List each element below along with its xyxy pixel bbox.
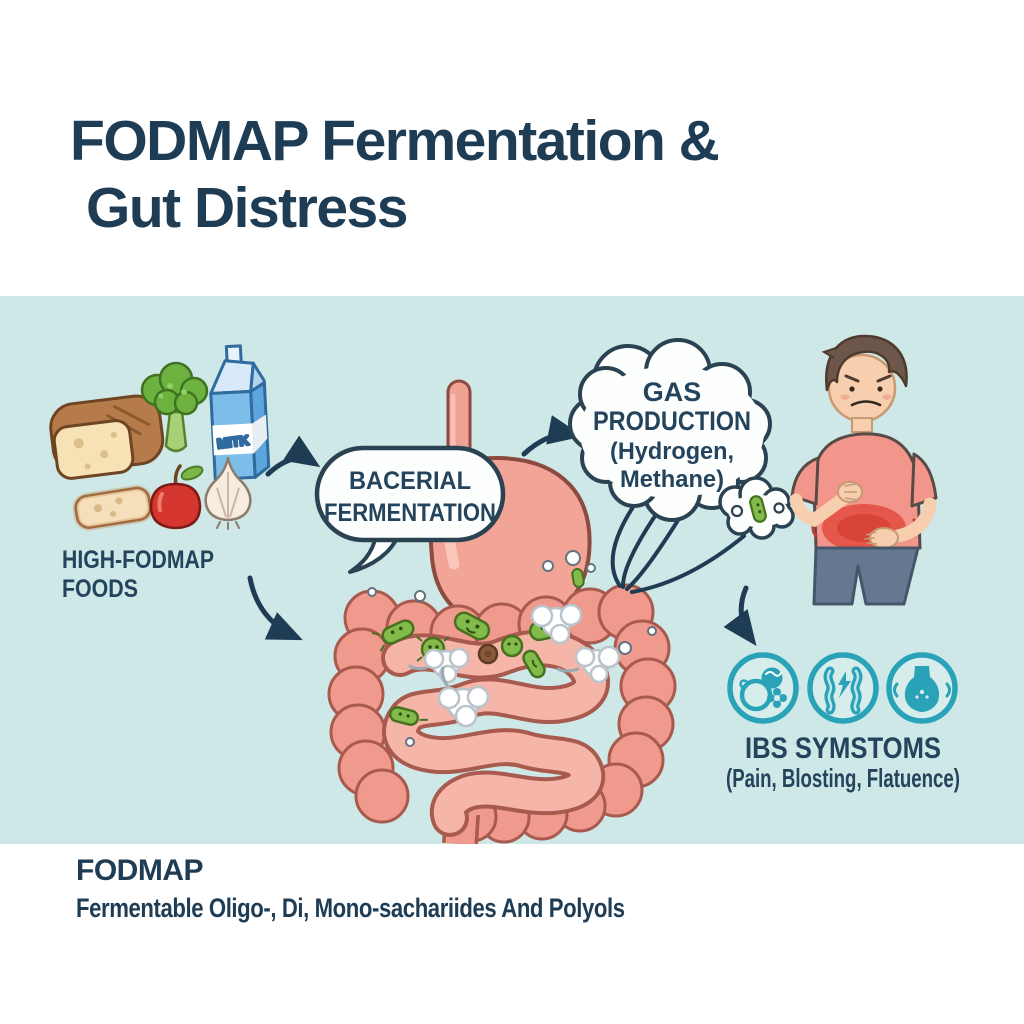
foods-label-line1: HIGH-FODMAP <box>62 546 214 574</box>
gas-cloud-line3: (Hydrogen, <box>610 438 734 465</box>
gas-production-cloud: GAS PRODUCTION (Hydrogen, Methane) <box>568 338 772 522</box>
high-fodmap-foods-group: MITK HIGH-FODMAP FOODS <box>49 344 271 603</box>
bacteria-icon <box>388 706 428 726</box>
gas-puff-icon <box>530 603 583 645</box>
fodmap-definition-block: FODMAP Fermentable Oligo-, Di, Mono-sach… <box>76 854 745 924</box>
ibs-symptoms-title: IBS SYMSTOMS <box>745 732 941 765</box>
fodmap-definition: Fermentable Oligo-, Di, Mono-sachariides… <box>76 893 625 923</box>
page-title-line1: FODMAP Fermentation & <box>70 109 720 173</box>
bacteria-icon <box>571 568 585 588</box>
intestinal-cramps-icon <box>807 652 879 724</box>
arrow-foods-to-fermentation <box>265 435 321 477</box>
flatulence-icon <box>886 652 958 724</box>
gas-puff-icon <box>437 666 490 728</box>
bacteria-icon <box>371 619 415 652</box>
bacteria-icon <box>453 611 491 641</box>
fodmap-acronym: FODMAP <box>76 854 204 887</box>
arrow-to-ibs-symptoms <box>723 585 757 647</box>
bloating-gas-icon <box>727 652 799 724</box>
garlic-icon <box>204 456 252 530</box>
apple-icon <box>149 464 204 530</box>
person-with-stomach-pain <box>789 334 938 606</box>
milk-carton-icon: MITK <box>209 344 271 481</box>
arrow-stomach-to-gas-cloud <box>521 415 584 457</box>
broccoli-icon <box>140 361 209 453</box>
infographic-illustration: MITK HIGH-FODMAP FOODS <box>49 334 960 844</box>
speech-bubble-bacterial-fermentation: BACERIAL FERMENTATION <box>314 445 506 574</box>
gas-puff-icon <box>556 645 621 684</box>
bacteria-icon <box>749 495 767 523</box>
foods-label-line2: FOODS <box>62 575 138 603</box>
bread-slice-icon <box>72 484 154 531</box>
bubble-text-line1: BACERIAL <box>349 467 471 495</box>
gas-puffs-group <box>408 603 621 728</box>
worried-eyebrows <box>844 374 892 383</box>
arrow-foods-to-gut <box>247 575 303 641</box>
page-title-line2: Gut Distress <box>86 176 408 241</box>
gas-cloud-line1: GAS <box>643 377 702 407</box>
ibs-symptoms-subtitle: (Pain, Blosting, Flatuence) <box>726 763 960 793</box>
ibs-symptoms-group: IBS SYMSTOMS (Pain, Blosting, Flatuence) <box>726 652 960 793</box>
person-arm-right <box>891 497 937 543</box>
bread-loaf-icon <box>49 394 165 480</box>
bubble-text-line2: FERMENTATION <box>324 499 496 527</box>
bacteria-icon <box>500 634 524 658</box>
bacteria-icon <box>522 649 546 679</box>
person-hair <box>825 334 908 392</box>
frown-mouth <box>850 400 882 407</box>
gas-bacteria-cloud <box>718 476 795 540</box>
person-pants <box>812 546 920 606</box>
gas-cloud-line4: Methane) <box>620 466 724 493</box>
milk-carton-label: MITK <box>216 432 250 451</box>
gut-bacteria-group <box>371 568 585 726</box>
illustration-panel: MITK HIGH-FODMAP FOODS <box>0 296 1024 844</box>
gas-bubbles <box>367 550 657 747</box>
small-intestine <box>381 629 610 837</box>
gas-cloud-line2: PRODUCTION <box>593 406 751 436</box>
person-arm-left <box>789 491 851 528</box>
page-title: FODMAP Fermentation & Gut Distress <box>70 108 720 243</box>
